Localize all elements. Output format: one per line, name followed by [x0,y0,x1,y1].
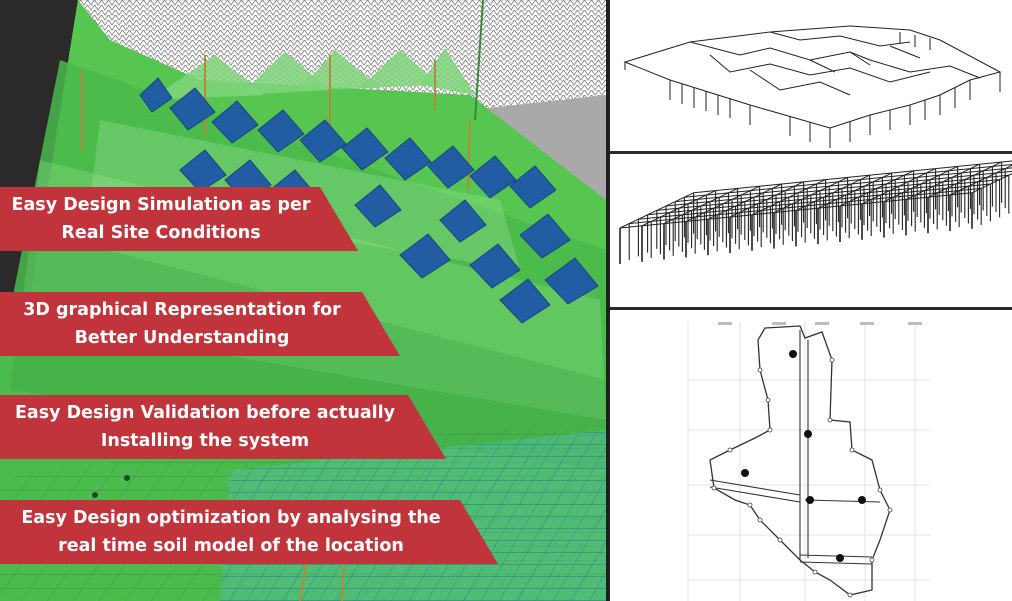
terrain-peak [420,48,475,95]
building-wireframe [623,25,1002,148]
feature-banner-4: Easy Design optimization by analysing th… [0,500,498,564]
solar-panel [439,199,487,243]
structure-frame-3d [619,160,1012,264]
feature-banner-4-line2: real time soil model of the location [58,536,404,556]
feature-banner-2-line1: 3D graphical Representation for [23,300,341,320]
solar-panel [499,278,551,324]
solar-panel [469,155,517,199]
solar-panel [139,77,173,113]
solar-panel [179,149,227,193]
pole [467,119,471,191]
solar-panel [509,165,557,209]
terrain-peak [360,50,440,88]
solar-panel [354,184,402,228]
horizontal-divider [610,151,1012,154]
feature-banner-3: Easy Design Validation before actually I… [0,395,446,459]
solar-panel [169,87,216,131]
feature-banner-4-line1: Easy Design optimization by analysing th… [21,508,441,528]
feature-banner-2: 3D graphical Representation for Better U… [0,292,400,356]
solar-panel [257,109,305,153]
marker-dot [92,492,98,498]
solar-panel [384,137,432,181]
feature-banner-1: Easy Design Simulation as per Real Site … [0,187,358,251]
solar-panel [399,233,451,279]
solar-panel [341,127,389,171]
marker-dot [124,475,130,481]
feature-banner-1-line1: Easy Design Simulation as per [11,195,311,215]
terrain-peak [150,55,265,100]
solar-panel [299,119,347,163]
feature-banner-1-line2: Real Site Conditions [61,223,261,243]
pole [474,0,484,121]
solar-panel [469,243,521,289]
building-wireframe-pane [610,0,1012,152]
structure-frame-pane [610,154,1012,307]
horizontal-divider [610,307,1012,310]
site-plan-drawing [687,322,930,601]
plan-drawing-pane [610,310,1012,601]
solar-panel [427,145,475,189]
solar-panel [211,100,259,144]
solar-panel [544,257,599,305]
terrain-peak [300,50,380,90]
solar-panel-array [139,77,599,324]
site-simulation-view: Easy Design Simulation as per Real Site … [0,0,606,601]
feature-banner-2-line2: Better Understanding [74,328,290,348]
feature-banner-3-line1: Easy Design Validation before actually [14,403,396,423]
solar-panel [519,213,571,259]
vertical-divider [606,0,610,601]
feature-banner-3-line2: Installing the system [100,431,310,451]
